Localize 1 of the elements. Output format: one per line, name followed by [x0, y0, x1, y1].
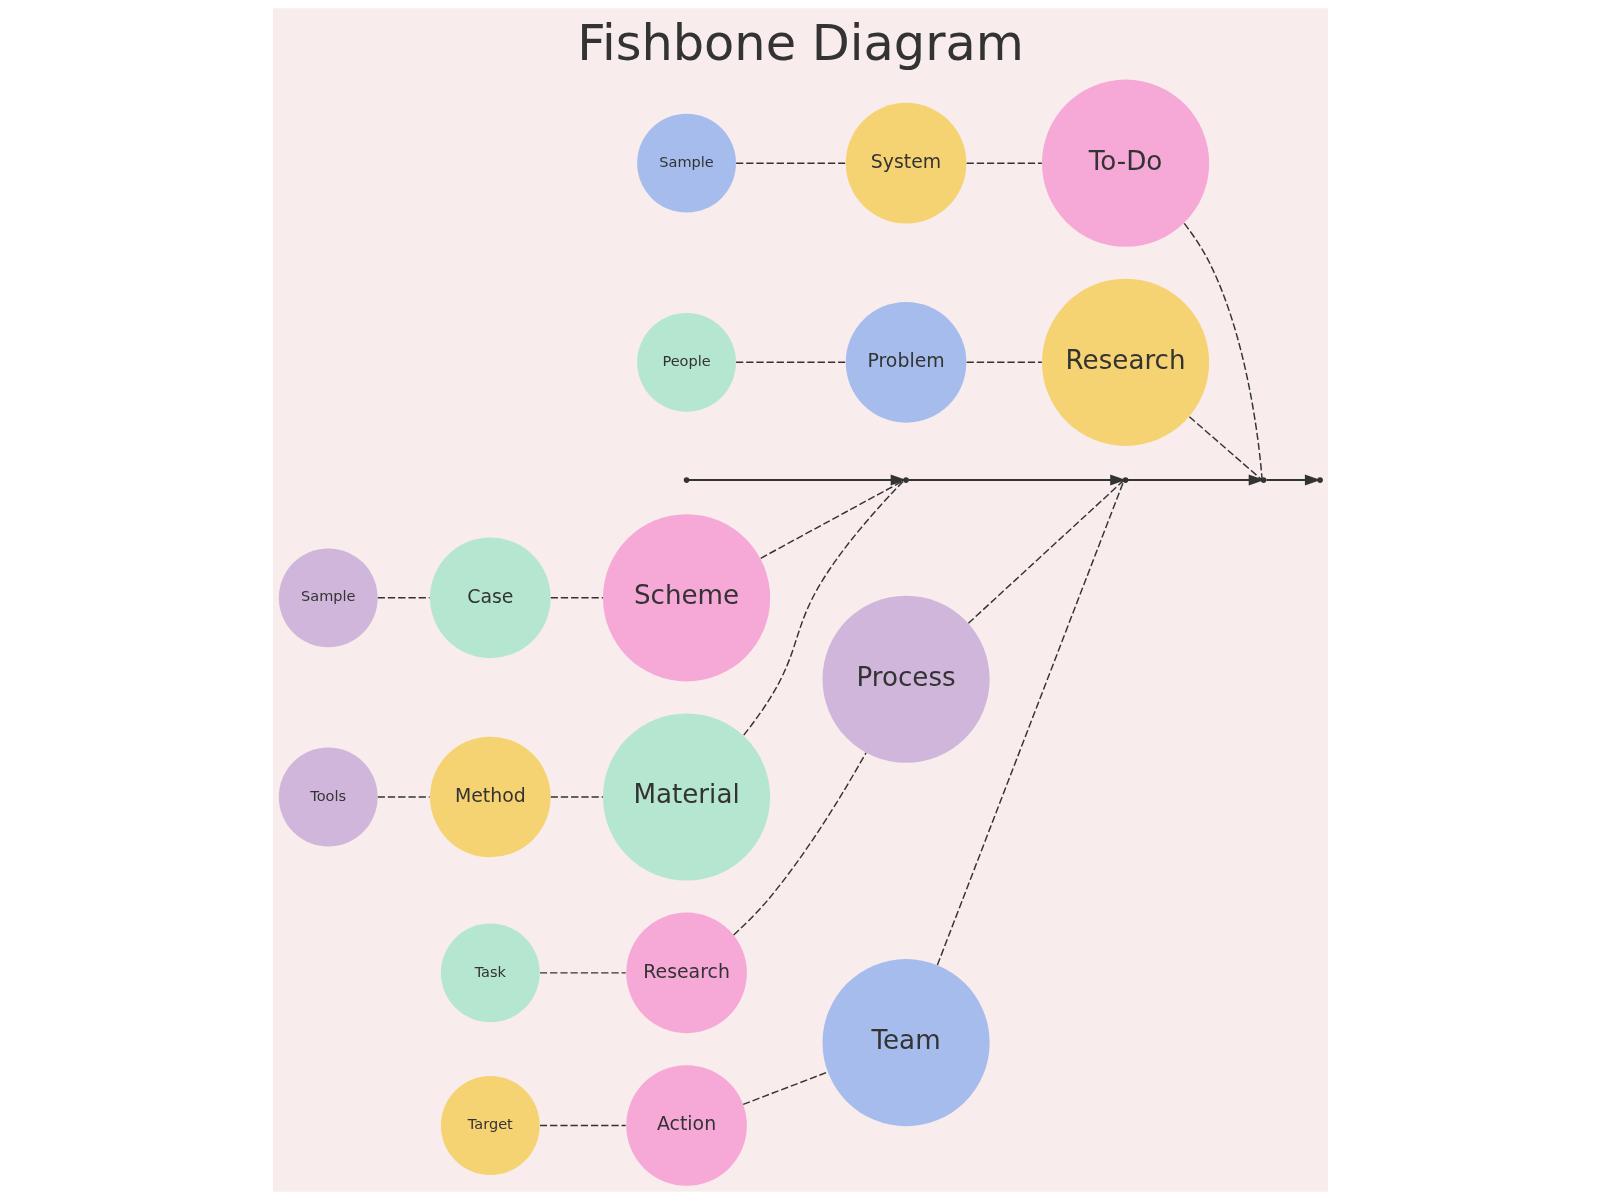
diagram-title: Fishbone Diagram — [576, 13, 1024, 72]
